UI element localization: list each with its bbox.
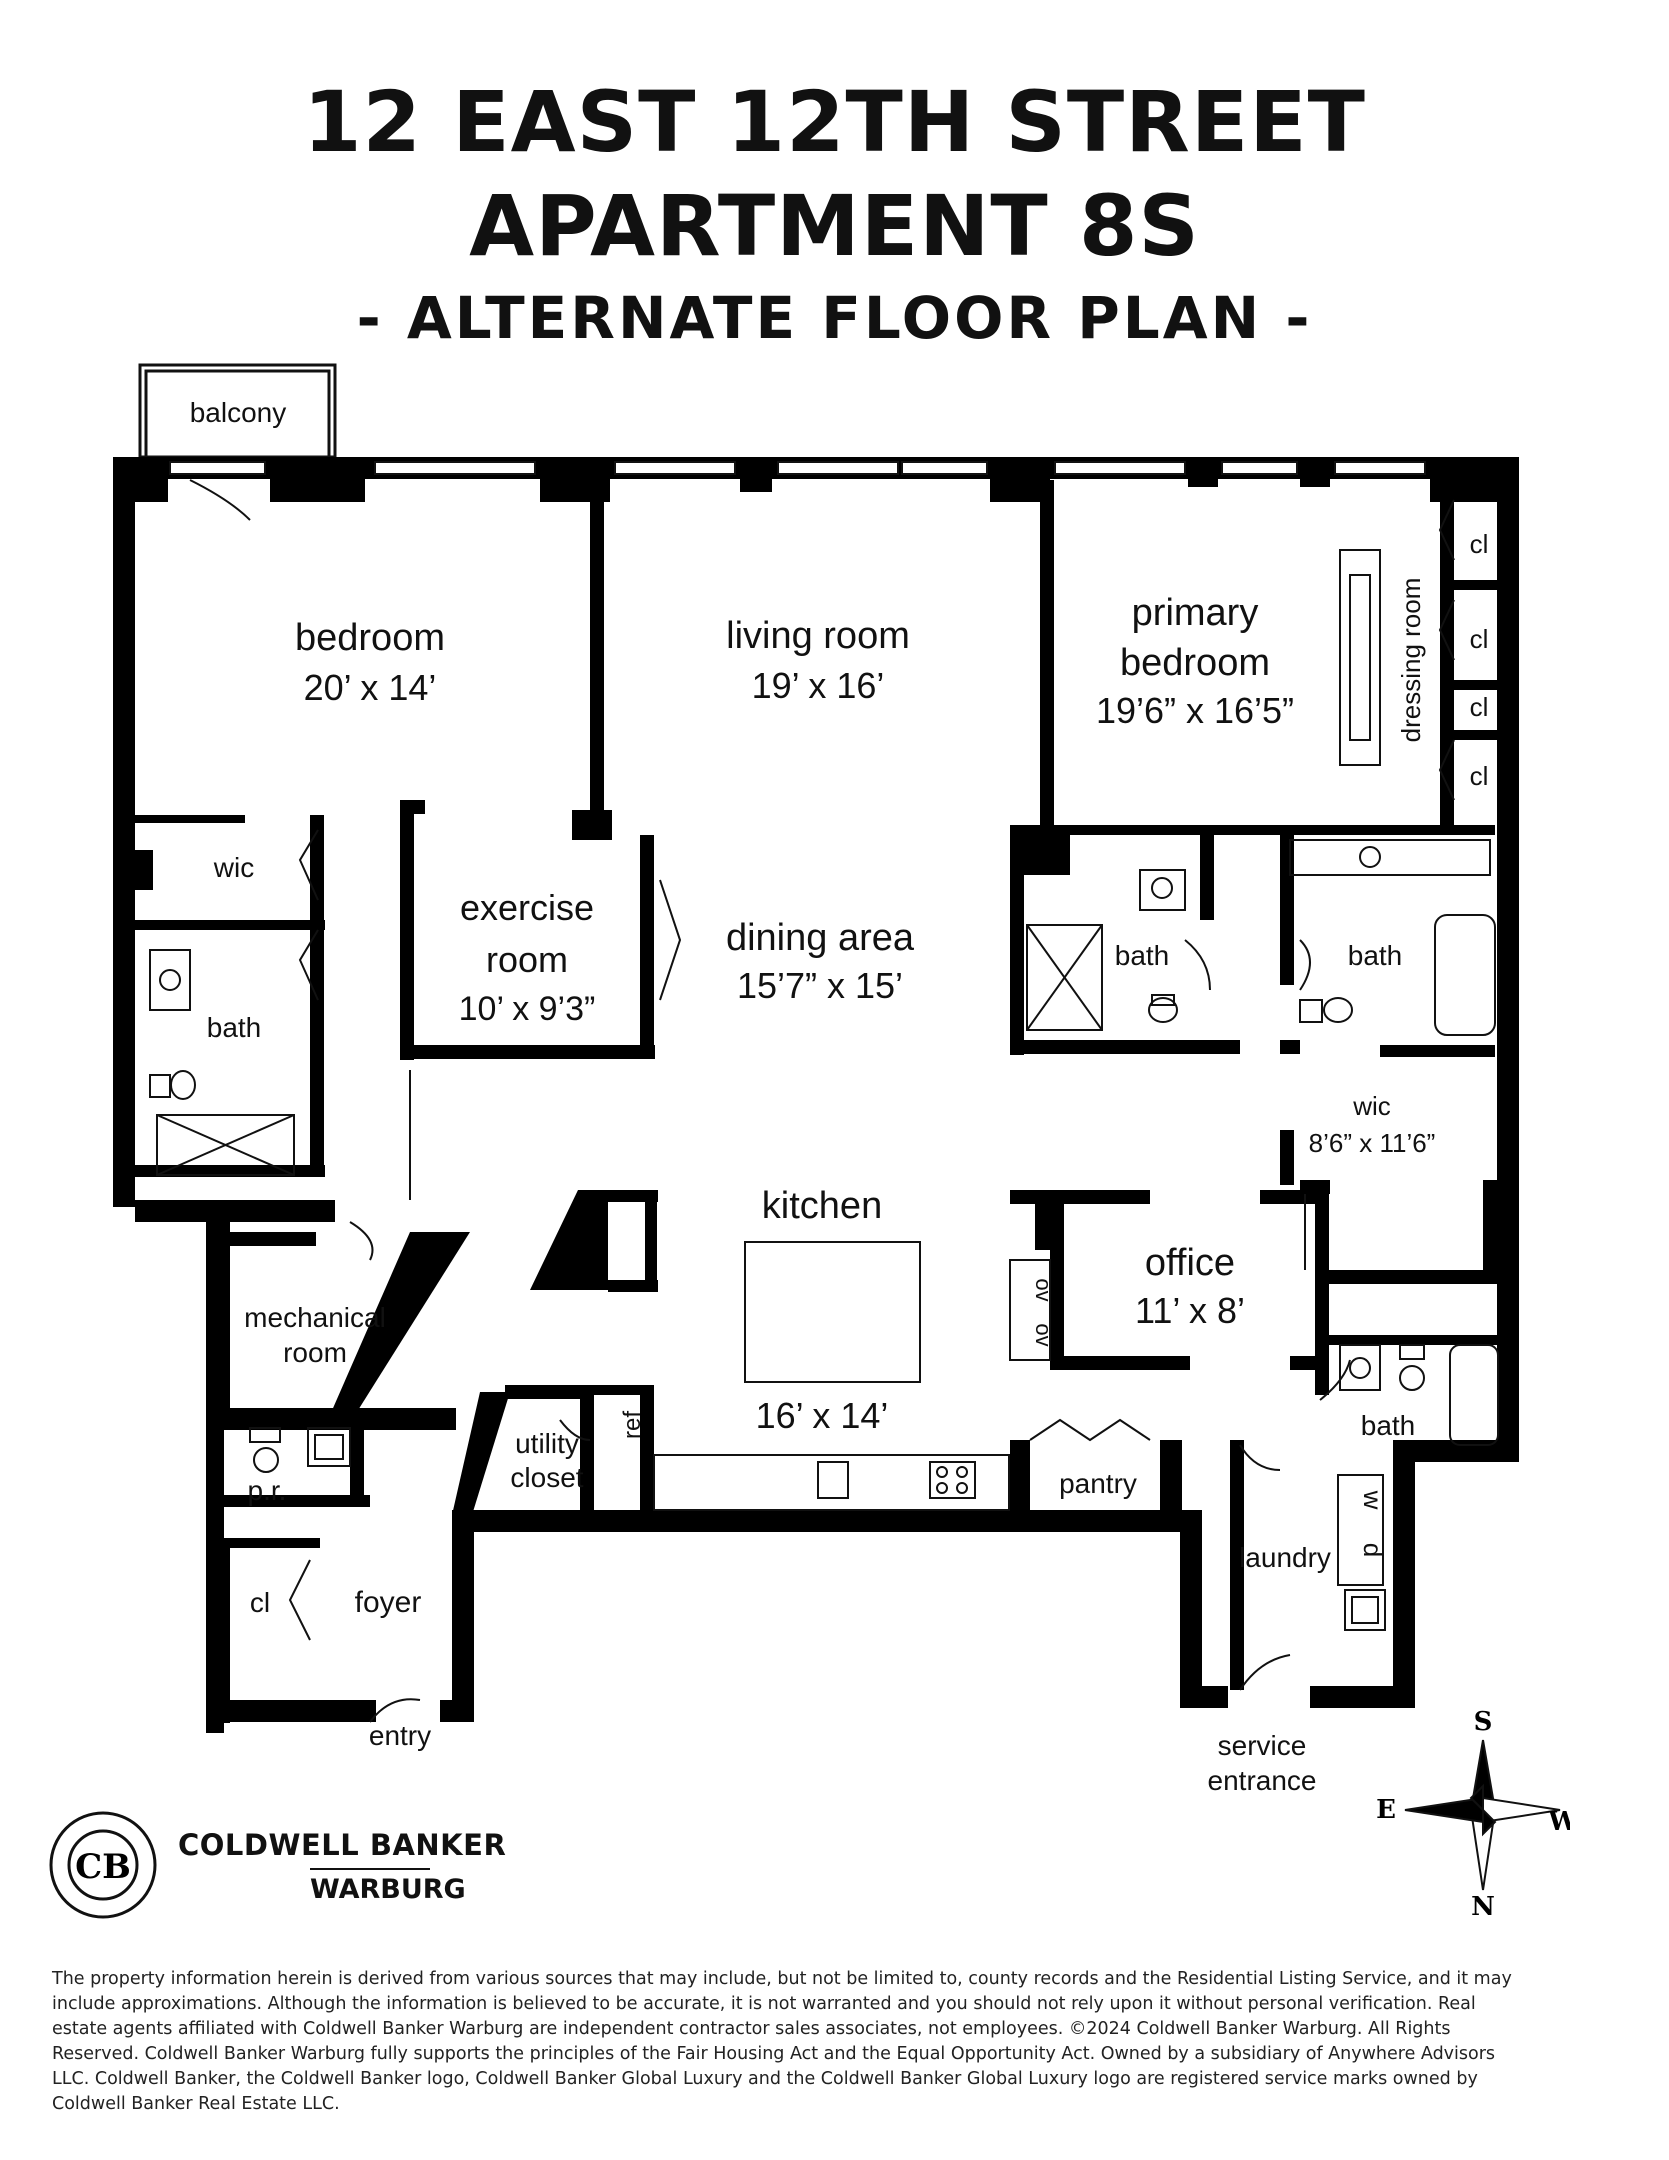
label-dressing-room: dressing room: [1396, 578, 1426, 743]
label-dryer: d: [1358, 1543, 1388, 1557]
label-bedroom: bedroom: [295, 617, 445, 659]
label-bath-bedroom: bath: [207, 1012, 262, 1043]
kitchen-island: [744, 1241, 921, 1383]
label-oven-1: ov: [1031, 1278, 1056, 1301]
label-mechanical-room-1: mechanical: [244, 1302, 386, 1333]
label-foyer: foyer: [355, 1586, 422, 1619]
label-living-room: living room: [726, 615, 910, 657]
label-entry: entry: [369, 1720, 431, 1751]
compass-rose: S N E W: [1376, 1707, 1570, 1920]
label-closet-3: cl: [1470, 692, 1489, 722]
label-service-entrance-2: entrance: [1208, 1765, 1317, 1796]
dims-exercise-room: 10’ x 9’3”: [459, 990, 596, 1028]
label-primary-wic: wic: [1352, 1091, 1391, 1121]
brand-subname: WARBURG: [310, 1874, 466, 1905]
label-utility-closet-1: utility: [515, 1428, 579, 1459]
compass-south: S: [1474, 1707, 1493, 1737]
dims-office: 11’ x 8’: [1135, 1290, 1245, 1331]
dims-kitchen: 16’ x 14’: [756, 1395, 889, 1436]
label-closet-foyer: cl: [250, 1587, 270, 1618]
subtitle: - ALTERNATE FLOOR PLAN -: [356, 284, 1313, 352]
brand-name: COLDWELL BANKER: [178, 1828, 507, 1862]
fixtures: [149, 479, 1499, 1723]
room-labels: balcony bedroom 20’ x 14’ living room 19…: [190, 397, 1489, 1796]
compass-west: W: [1547, 1807, 1570, 1837]
interior-walls: [135, 480, 1499, 1733]
label-dining-area: dining area: [726, 917, 915, 959]
dims-bedroom: 20’ x 14’: [304, 667, 437, 708]
label-bath-small: bath: [1361, 1410, 1416, 1441]
brand-divider: [310, 1868, 430, 1870]
label-exercise-room-2: room: [486, 939, 568, 980]
windows: [169, 461, 1426, 475]
label-closet-1: cl: [1470, 529, 1489, 559]
label-utility-closet-2: closet: [510, 1462, 583, 1493]
compass-north: N: [1471, 1892, 1495, 1920]
dims-dining-area: 15’7” x 15’: [737, 965, 903, 1006]
label-bath-primary-shower: bath: [1115, 940, 1170, 971]
label-service-entrance-1: service: [1218, 1730, 1307, 1761]
label-ref: ref: [619, 1411, 646, 1439]
label-balcony: balcony: [190, 397, 287, 428]
logo-letters: CB: [75, 1847, 131, 1887]
coldwell-banker-logo-icon: CB: [49, 1811, 157, 1919]
label-wic-bedroom: wic: [213, 852, 254, 883]
label-washer: w: [1358, 1490, 1388, 1510]
dims-living-room: 19’ x 16’: [752, 665, 885, 706]
label-powder-room: p.r.: [248, 1475, 287, 1506]
label-oven-2: ov: [1031, 1323, 1056, 1346]
label-office: office: [1145, 1242, 1235, 1284]
label-bath-primary: bath: [1348, 940, 1403, 971]
compass-star-icon: [1404, 1739, 1561, 1891]
floor-plan: balcony bedroom 20’ x 14’ living room 19…: [113, 363, 1519, 1796]
legal-disclaimer: The property information herein is deriv…: [52, 1969, 1512, 2114]
label-kitchen: kitchen: [762, 1185, 882, 1227]
dims-primary-bedroom: 19’6” x 16’5”: [1096, 690, 1294, 731]
brand-block: CB COLDWELL BANKER WARBURG: [48, 1810, 568, 1920]
dims-primary-wic: 8’6” x 11’6”: [1309, 1128, 1436, 1158]
compass-east: E: [1376, 1795, 1396, 1825]
title-apartment: APARTMENT 8S: [469, 177, 1200, 275]
plan-header: 12 EAST 12TH STREET APARTMENT 8S - ALTER…: [0, 70, 1669, 358]
title-address: 12 EAST 12TH STREET: [303, 73, 1366, 171]
label-closet-4: cl: [1470, 761, 1489, 791]
label-mechanical-room-2: room: [283, 1337, 347, 1368]
label-pantry: pantry: [1059, 1468, 1137, 1499]
label-laundry: laundry: [1239, 1542, 1331, 1573]
label-closet-2: cl: [1470, 624, 1489, 654]
label-primary-bedroom-2: bedroom: [1120, 642, 1270, 684]
label-primary-bedroom-1: primary: [1132, 592, 1259, 634]
label-exercise-room-1: exercise: [460, 887, 594, 928]
